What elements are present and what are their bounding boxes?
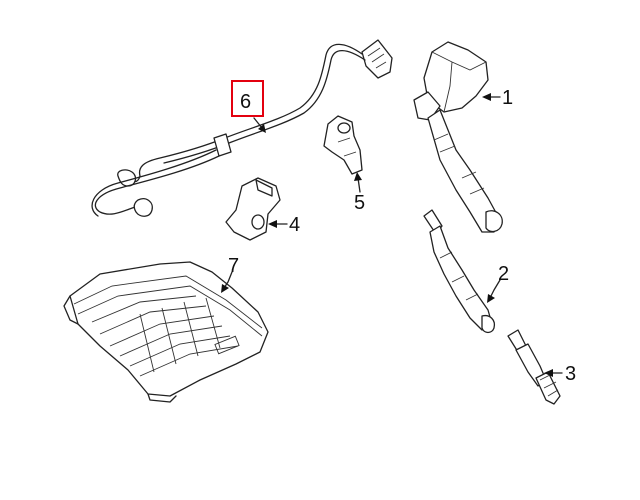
- callout-label-7: 7: [228, 255, 240, 277]
- callout-label-1: 1: [502, 87, 514, 109]
- engine-control-module[interactable]: [63, 261, 269, 403]
- callout-label-3: 3: [565, 363, 577, 385]
- highlight-box: [231, 80, 264, 117]
- camshaft-position-sensor[interactable]: [225, 177, 281, 241]
- callout-label-6: 6: [240, 91, 252, 113]
- ignition-coil[interactable]: [413, 41, 503, 233]
- crankshaft-position-sensor[interactable]: [323, 115, 363, 175]
- spark-plug[interactable]: [507, 329, 561, 405]
- leader-lines: [221, 93, 563, 377]
- callout-label-5: 5: [354, 192, 366, 214]
- callout-label-4: 4: [289, 214, 301, 236]
- coil-extension-boot[interactable]: [423, 209, 496, 334]
- callout-label-2: 2: [498, 263, 510, 285]
